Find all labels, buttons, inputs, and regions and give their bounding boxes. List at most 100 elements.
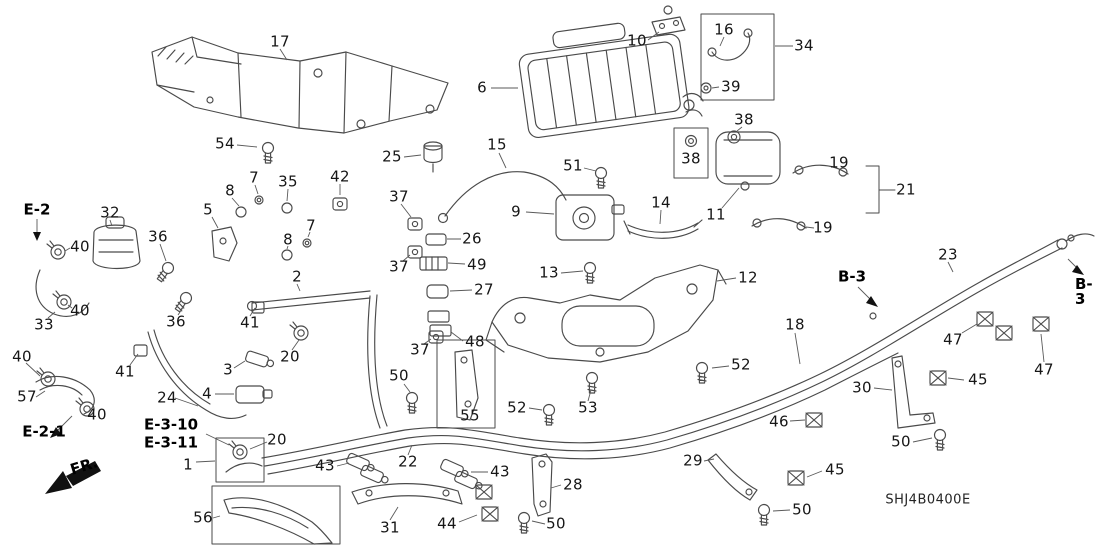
callout-29[interactable]: 29 bbox=[683, 451, 703, 470]
callout-37[interactable]: 37 bbox=[389, 257, 409, 276]
callout-45[interactable]: 45 bbox=[825, 460, 845, 479]
callout-49[interactable]: 49 bbox=[467, 255, 487, 274]
right-parts bbox=[805, 311, 1050, 451]
callout-26[interactable]: 26 bbox=[462, 229, 482, 248]
callout-7[interactable]: 7 bbox=[249, 168, 259, 187]
callout-12[interactable]: 12 bbox=[738, 268, 758, 287]
callout-33[interactable]: 33 bbox=[34, 315, 54, 334]
canister-assembly-6 bbox=[518, 22, 704, 138]
callout-8[interactable]: 8 bbox=[225, 181, 235, 200]
callout-56[interactable]: 56 bbox=[193, 508, 213, 527]
ref-e2[interactable]: E-2 bbox=[23, 200, 51, 219]
callout-44[interactable]: 44 bbox=[437, 514, 457, 533]
ref-e3-10[interactable]: E-3-10 bbox=[143, 415, 199, 434]
callout-3[interactable]: 3 bbox=[223, 360, 233, 379]
callout-21[interactable]: 21 bbox=[896, 180, 916, 199]
callout-52[interactable]: 52 bbox=[507, 398, 527, 417]
callout-2[interactable]: 2 bbox=[292, 267, 302, 286]
callout-41[interactable]: 41 bbox=[115, 362, 135, 381]
callout-47[interactable]: 47 bbox=[943, 330, 963, 349]
valve-9 bbox=[555, 194, 625, 241]
callout-32[interactable]: 32 bbox=[100, 203, 120, 222]
callout-7[interactable]: 7 bbox=[306, 216, 316, 235]
callout-36[interactable]: 36 bbox=[166, 312, 186, 331]
callout-36[interactable]: 36 bbox=[148, 227, 168, 246]
callout-27[interactable]: 27 bbox=[474, 280, 494, 299]
callout-20[interactable]: 20 bbox=[280, 347, 300, 366]
skid-plate-17 bbox=[151, 36, 449, 134]
callout-45[interactable]: 45 bbox=[968, 370, 988, 389]
callout-52[interactable]: 52 bbox=[731, 355, 751, 374]
callout-39[interactable]: 39 bbox=[721, 77, 741, 96]
callout-5[interactable]: 5 bbox=[203, 200, 213, 219]
callout-18[interactable]: 18 bbox=[785, 315, 805, 334]
callout-50[interactable]: 50 bbox=[891, 432, 911, 451]
ref-b3-right[interactable]: B-3 bbox=[1075, 275, 1093, 308]
fr-arrow-icon bbox=[66, 461, 101, 486]
callout-40[interactable]: 40 bbox=[70, 237, 90, 256]
callout-38[interactable]: 38 bbox=[681, 149, 701, 168]
callout-11[interactable]: 11 bbox=[706, 205, 726, 224]
callout-34[interactable]: 34 bbox=[794, 36, 814, 55]
callout-35[interactable]: 35 bbox=[278, 172, 298, 191]
callout-46[interactable]: 46 bbox=[769, 412, 789, 431]
callout-25[interactable]: 25 bbox=[382, 147, 402, 166]
callout-38[interactable]: 38 bbox=[734, 110, 754, 129]
callout-50[interactable]: 50 bbox=[792, 500, 812, 519]
ref-e2-1[interactable]: E-2-1 bbox=[22, 422, 66, 441]
callout-47[interactable]: 47 bbox=[1034, 360, 1054, 379]
callout-57[interactable]: 57 bbox=[17, 387, 37, 406]
callout-40[interactable]: 40 bbox=[87, 405, 107, 424]
callout-42[interactable]: 42 bbox=[330, 167, 350, 186]
callout-54[interactable]: 54 bbox=[215, 134, 235, 153]
callout-15[interactable]: 15 bbox=[487, 135, 507, 154]
callout-17[interactable]: 17 bbox=[270, 32, 290, 51]
callout-14[interactable]: 14 bbox=[651, 193, 671, 212]
grommet-38-parts bbox=[673, 127, 741, 179]
callout-53[interactable]: 53 bbox=[578, 398, 598, 417]
callout-8[interactable]: 8 bbox=[283, 230, 293, 249]
mid-fittings bbox=[261, 141, 709, 429]
callout-24[interactable]: 24 bbox=[157, 388, 177, 407]
callout-40[interactable]: 40 bbox=[12, 347, 32, 366]
callout-19[interactable]: 19 bbox=[813, 218, 833, 237]
filter-11 bbox=[715, 131, 781, 191]
callout-28[interactable]: 28 bbox=[563, 475, 583, 494]
callout-43[interactable]: 43 bbox=[315, 456, 335, 475]
callout-16[interactable]: 16 bbox=[714, 20, 734, 39]
callout-22[interactable]: 22 bbox=[398, 452, 418, 471]
callout-30[interactable]: 30 bbox=[852, 378, 872, 397]
leader-lines bbox=[25, 31, 1045, 525]
callout-19[interactable]: 19 bbox=[829, 153, 849, 172]
callout-40[interactable]: 40 bbox=[70, 301, 90, 320]
callout-13[interactable]: 13 bbox=[539, 263, 559, 282]
bottom-parts bbox=[211, 437, 805, 545]
vent-parts-10-16-39 bbox=[651, 5, 775, 101]
fuel-pipes-18-22-23 bbox=[246, 233, 1095, 475]
callout-9[interactable]: 9 bbox=[511, 202, 521, 221]
callout-48[interactable]: 48 bbox=[465, 332, 485, 351]
callout-23[interactable]: 23 bbox=[938, 245, 958, 264]
callout-41[interactable]: 41 bbox=[240, 313, 260, 332]
callout-50[interactable]: 50 bbox=[389, 366, 409, 385]
callout-55[interactable]: 55 bbox=[460, 406, 480, 425]
callout-37[interactable]: 37 bbox=[389, 187, 409, 206]
callout-31[interactable]: 31 bbox=[380, 518, 400, 537]
ref-b3-left[interactable]: B-3 bbox=[837, 267, 867, 286]
callout-1[interactable]: 1 bbox=[183, 455, 193, 474]
callout-10[interactable]: 10 bbox=[627, 31, 647, 50]
callout-51[interactable]: 51 bbox=[563, 156, 583, 175]
callout-6[interactable]: 6 bbox=[477, 78, 487, 97]
hose-14 bbox=[623, 219, 703, 239]
callout-37[interactable]: 37 bbox=[410, 340, 430, 359]
callout-4[interactable]: 4 bbox=[202, 384, 212, 403]
callout-20[interactable]: 20 bbox=[267, 430, 287, 449]
callout-50[interactable]: 50 bbox=[546, 514, 566, 533]
callout-43[interactable]: 43 bbox=[490, 462, 510, 481]
ref-e3-11[interactable]: E-3-11 bbox=[143, 433, 199, 452]
left-parts bbox=[35, 195, 348, 420]
tank-bracket-12 bbox=[485, 264, 727, 363]
diagram-code: SHJ4B0400E bbox=[885, 492, 971, 508]
